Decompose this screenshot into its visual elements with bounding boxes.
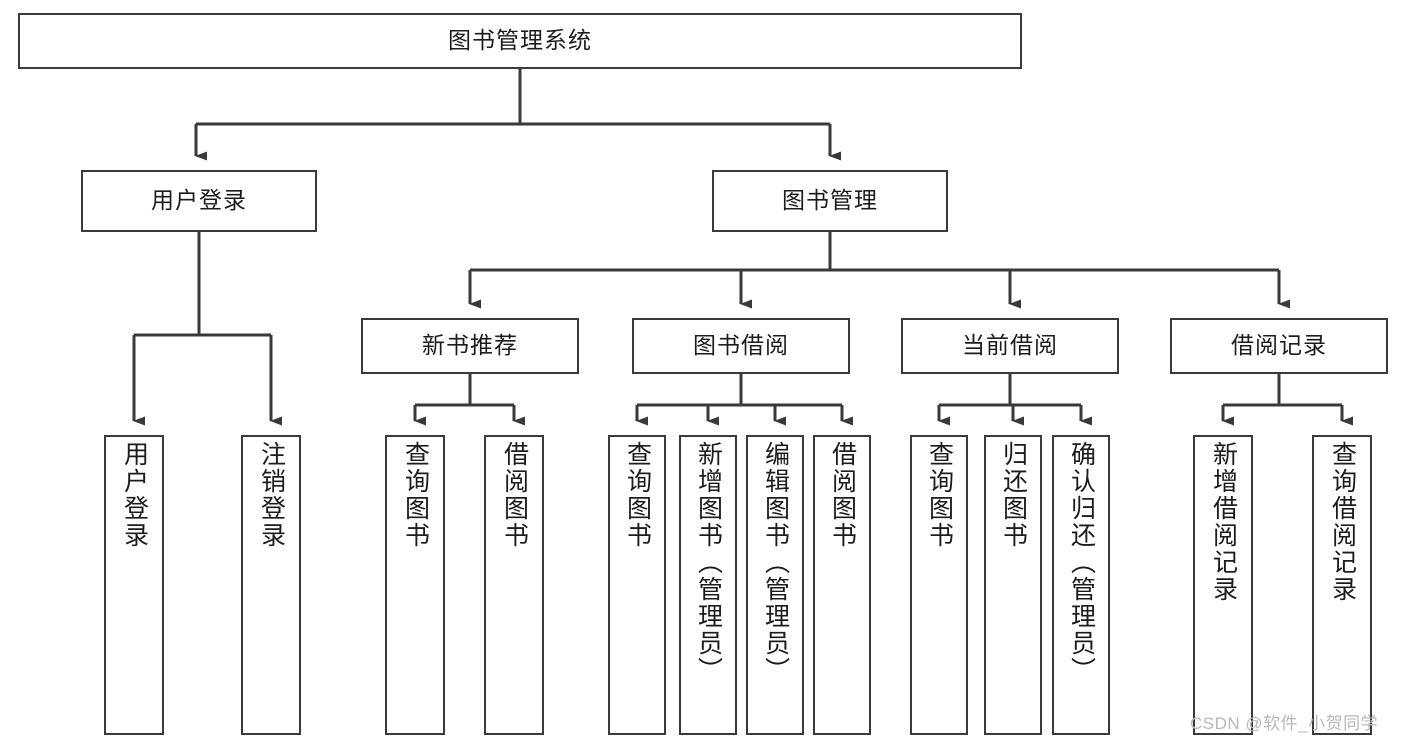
node-leaf-edit-book-admin[interactable]: 编辑图书（管理员）: [746, 435, 804, 735]
node-leaf-add-borrow-record-label: 新增借阅记录: [1209, 441, 1238, 603]
node-leaf-logout-login[interactable]: 注销登录: [241, 435, 301, 735]
node-leaf-logout-login-label: 注销登录: [257, 441, 286, 549]
node-leaf-confirm-return-admin-label: 确认归还（管理员）: [1067, 441, 1096, 684]
node-new-book-recommend[interactable]: 新书推荐: [361, 318, 579, 374]
node-root[interactable]: 图书管理系统: [18, 13, 1022, 69]
node-user-login-label: 用户登录: [151, 187, 247, 214]
node-leaf-return-book-label: 归还图书: [999, 441, 1028, 549]
node-book-borrow-label: 图书借阅: [693, 332, 789, 359]
node-leaf-confirm-return-admin[interactable]: 确认归还（管理员）: [1052, 435, 1110, 735]
node-leaf-query-book-borrow-label: 查询图书: [623, 441, 652, 549]
node-book-borrow[interactable]: 图书借阅: [632, 318, 850, 374]
node-leaf-borrow-book-label: 借阅图书: [828, 441, 857, 549]
node-borrow-record-label: 借阅记录: [1231, 332, 1327, 359]
node-book-management-label: 图书管理: [782, 187, 878, 214]
node-user-login[interactable]: 用户登录: [81, 170, 317, 232]
node-current-borrow-label: 当前借阅: [962, 332, 1058, 359]
node-leaf-add-book-admin-label: 新增图书（管理员）: [694, 441, 723, 684]
node-new-book-recommend-label: 新书推荐: [422, 332, 518, 359]
node-leaf-query-book-borrow[interactable]: 查询图书: [608, 435, 666, 735]
node-leaf-query-borrow-record[interactable]: 查询借阅记录: [1312, 435, 1372, 735]
node-leaf-add-borrow-record[interactable]: 新增借阅记录: [1193, 435, 1253, 735]
node-leaf-query-book-rec-label: 查询图书: [401, 441, 430, 549]
node-leaf-borrow-book[interactable]: 借阅图书: [813, 435, 871, 735]
node-leaf-edit-book-admin-label: 编辑图书（管理员）: [761, 441, 790, 684]
node-current-borrow[interactable]: 当前借阅: [901, 318, 1119, 374]
node-leaf-query-borrow-record-label: 查询借阅记录: [1328, 441, 1357, 603]
node-book-management[interactable]: 图书管理: [712, 170, 948, 232]
node-leaf-borrow-book-rec[interactable]: 借阅图书: [484, 435, 544, 735]
node-leaf-user-login[interactable]: 用户登录: [104, 435, 164, 735]
node-leaf-query-book-current[interactable]: 查询图书: [910, 435, 968, 735]
node-leaf-user-login-label: 用户登录: [120, 441, 149, 549]
node-leaf-add-book-admin[interactable]: 新增图书（管理员）: [679, 435, 737, 735]
node-leaf-query-book-rec[interactable]: 查询图书: [385, 435, 445, 735]
node-leaf-borrow-book-rec-label: 借阅图书: [500, 441, 529, 549]
node-leaf-return-book[interactable]: 归还图书: [984, 435, 1042, 735]
node-borrow-record[interactable]: 借阅记录: [1170, 318, 1388, 374]
node-leaf-query-book-current-label: 查询图书: [925, 441, 954, 549]
watermark: CSDN @软件_小贺同学: [1190, 714, 1379, 733]
node-root-label: 图书管理系统: [448, 27, 592, 54]
